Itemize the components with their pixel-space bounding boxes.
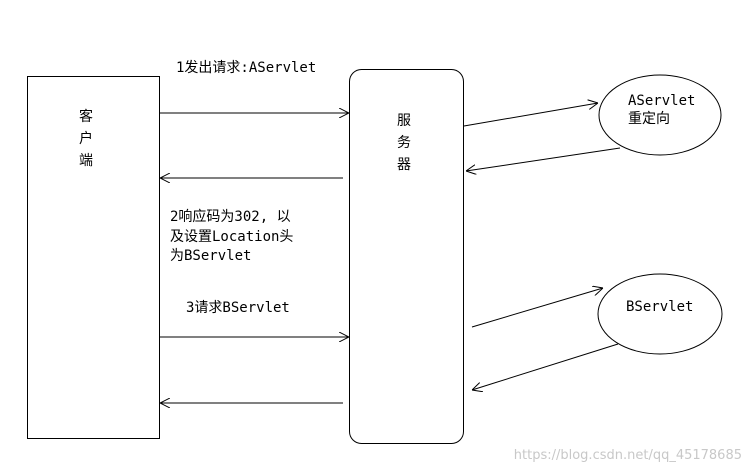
arrow-server-to-bservlet (471, 288, 603, 328)
message-step2-line2: 及设置Location头 (170, 229, 294, 245)
server-label-char: 务 (397, 135, 411, 151)
client-label-char: 客 (79, 109, 93, 125)
arrow-bservlet-to-server (472, 343, 619, 390)
client-label: 客 户 端 (76, 106, 96, 172)
message-step1: 1发出请求:AServlet (176, 60, 317, 76)
client-label-char: 户 (79, 131, 93, 147)
arrow-aservlet-to-server (466, 147, 621, 171)
aservlet-label-line1: AServlet (628, 93, 696, 109)
server-label-char: 器 (397, 157, 411, 173)
message-step2-line1: 2响应码为302, 以 (170, 209, 291, 225)
client-label-char: 端 (79, 153, 93, 169)
server-label: 服 务 器 (394, 110, 414, 176)
client-box (27, 76, 160, 439)
watermark: https://blog.csdn.net/qq_45178685 (513, 448, 742, 463)
bservlet-label: BServlet (626, 299, 694, 315)
message-step3: 3请求BServlet (186, 300, 290, 316)
aservlet-label-line2: 重定向 (628, 111, 670, 127)
message-step2-line3: 为BServlet (170, 248, 252, 264)
bservlet-node (597, 273, 723, 355)
server-box (349, 69, 464, 444)
server-label-char: 服 (397, 113, 411, 129)
arrow-server-to-aservlet (463, 103, 598, 127)
aservlet-node (598, 74, 722, 156)
